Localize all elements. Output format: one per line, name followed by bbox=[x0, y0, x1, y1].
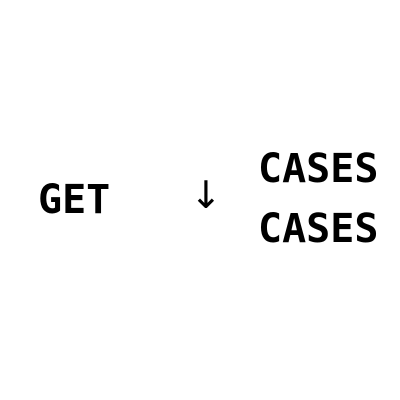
down-arrow-icon: ↓ bbox=[190, 173, 222, 217]
right-word-bottom: CASES bbox=[258, 206, 379, 252]
left-word: GET bbox=[38, 177, 111, 223]
right-word-top: CASES bbox=[258, 146, 379, 192]
